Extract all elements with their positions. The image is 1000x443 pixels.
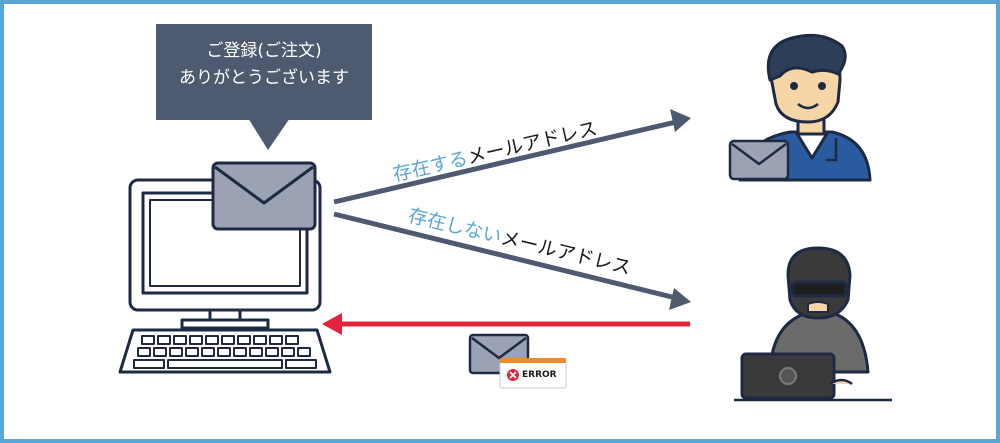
bubble-line-1: ご登録(ご注文) [206, 41, 322, 61]
arrow-to-hacker [333, 211, 691, 310]
arrow-to-user [333, 109, 691, 205]
speech-bubble-text: ご登録(ご注文) ありがとうございます [156, 38, 372, 92]
error-return-arrow [322, 313, 690, 335]
hacker-icon [734, 246, 892, 402]
speech-bubble [156, 24, 372, 150]
bubble-line-2: ありがとうございます [179, 68, 349, 88]
error-badge [499, 358, 567, 389]
envelope-icon [211, 161, 317, 231]
user-envelope-icon [728, 139, 790, 181]
error-badge-text: ERROR [522, 370, 557, 380]
